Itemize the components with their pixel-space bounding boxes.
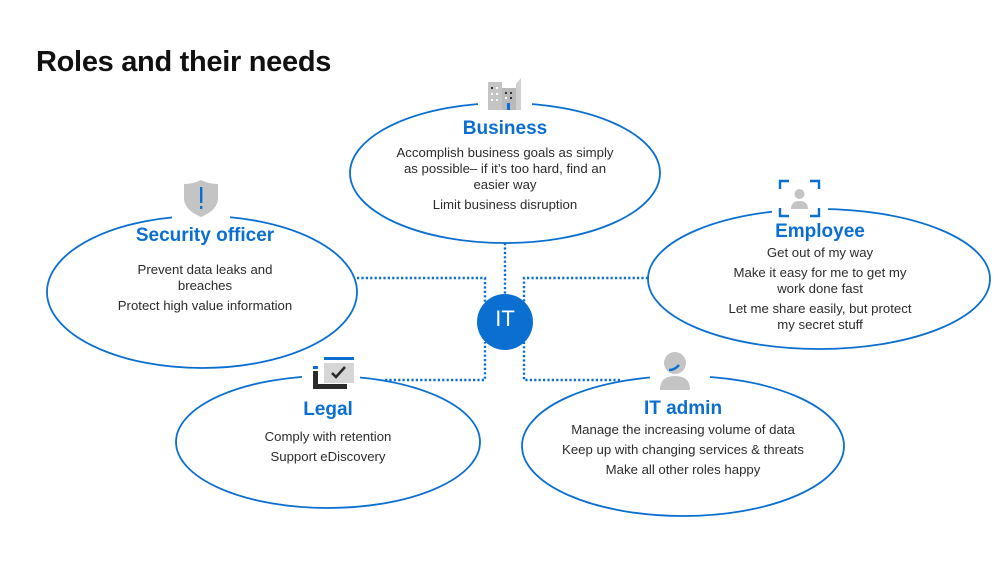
it-hub-circle (477, 294, 533, 350)
role-need: Prevent data leaks and breaches (137, 262, 273, 293)
role-need: Limit business disruption (432, 197, 578, 212)
role-name: Business (462, 118, 548, 139)
role-need: Support eDiscovery (270, 449, 386, 464)
role-employee: Employee Get out of my way Make it easy … (690, 221, 950, 337)
role-need: Keep up with changing services & threats (562, 442, 804, 457)
building-icon (488, 78, 521, 110)
role-need: Let me share easily, but protect my secr… (728, 301, 912, 332)
connector-legal (385, 342, 487, 382)
role-need: Accomplish business goals as simply as p… (396, 145, 614, 192)
role-name: Legal (303, 399, 353, 420)
role-need: Make it easy for me to get my work done … (733, 265, 907, 296)
user-frame-icon (778, 179, 821, 218)
headset-user-icon (660, 352, 690, 390)
role-name: IT admin (643, 398, 723, 419)
role-need: Manage the increasing volume of data (571, 422, 795, 437)
role-security-officer: Security officer Prevent data leaks and … (95, 225, 315, 318)
connector-security (357, 276, 487, 302)
role-business: Business Accomplish business goals as si… (385, 118, 625, 217)
checklist-icon (313, 357, 354, 389)
role-name: Security officer (135, 225, 275, 246)
role-need: Comply with retention (264, 429, 392, 444)
connector-it-admin (522, 342, 620, 382)
page-title: Roles and their needs (36, 46, 332, 78)
role-need: Get out of my way (766, 245, 874, 260)
connector-employee (522, 276, 648, 302)
role-legal: Legal Comply with retention Support eDis… (218, 399, 438, 469)
it-hub-label: IT (495, 306, 515, 331)
role-name: Employee (775, 221, 865, 242)
role-need: Protect high value information (117, 298, 293, 313)
role-need: Make all other roles happy (605, 462, 761, 477)
shield-alert-icon (184, 180, 218, 217)
role-it-admin: IT admin Manage the increasing volume of… (533, 398, 833, 482)
